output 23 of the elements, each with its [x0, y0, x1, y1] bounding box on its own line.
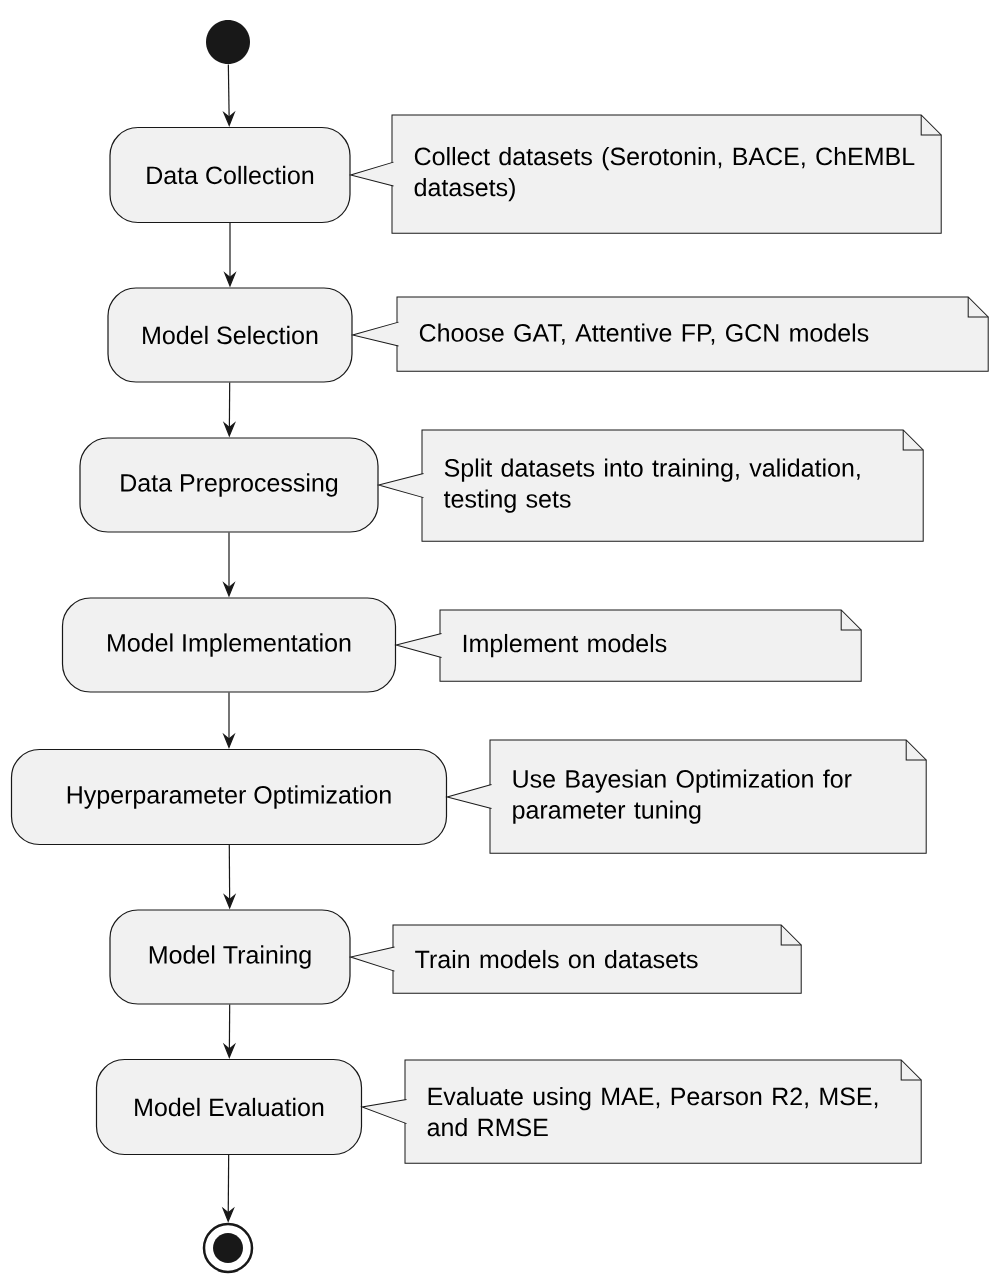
note-pointer: [395, 633, 442, 659]
note-box: Use Bayesian Optimization for parameter tuning: [489, 739, 927, 854]
note-box: Collect datasets (Serotonin, BACE, ChEMBL datasets): [391, 114, 942, 234]
start-circle: [206, 20, 250, 64]
note-box: Split datasets into training, validation, testing sets: [421, 429, 924, 542]
activity-box: Data Collection: [109, 126, 351, 224]
end-circle: [202, 1222, 254, 1274]
activity-box: Model Evaluation: [95, 1058, 363, 1156]
activity-box: Model Implementation: [61, 597, 397, 693]
activity-box: Model Selection: [107, 287, 353, 383]
note-pointer: [378, 473, 424, 499]
note-box: Implement models: [439, 609, 862, 682]
activity-box: Model Training: [109, 909, 351, 1005]
note-box: Train models on datasets: [392, 924, 802, 994]
activity-box: Data Preprocessing: [79, 437, 379, 533]
note-pointer: [350, 161, 394, 187]
note-pointer: [352, 321, 399, 347]
note-pointer: [446, 784, 492, 810]
note-box: Choose GAT, Attentive FP, GCN models: [396, 296, 989, 372]
note-box: Evaluate using MAE, Pearson R2, MSE, and RMSE: [404, 1059, 922, 1164]
note-pointer: [350, 946, 395, 972]
activity-box: Hyperparameter Optimization: [10, 748, 448, 846]
note-pointer: [361, 1099, 407, 1125]
